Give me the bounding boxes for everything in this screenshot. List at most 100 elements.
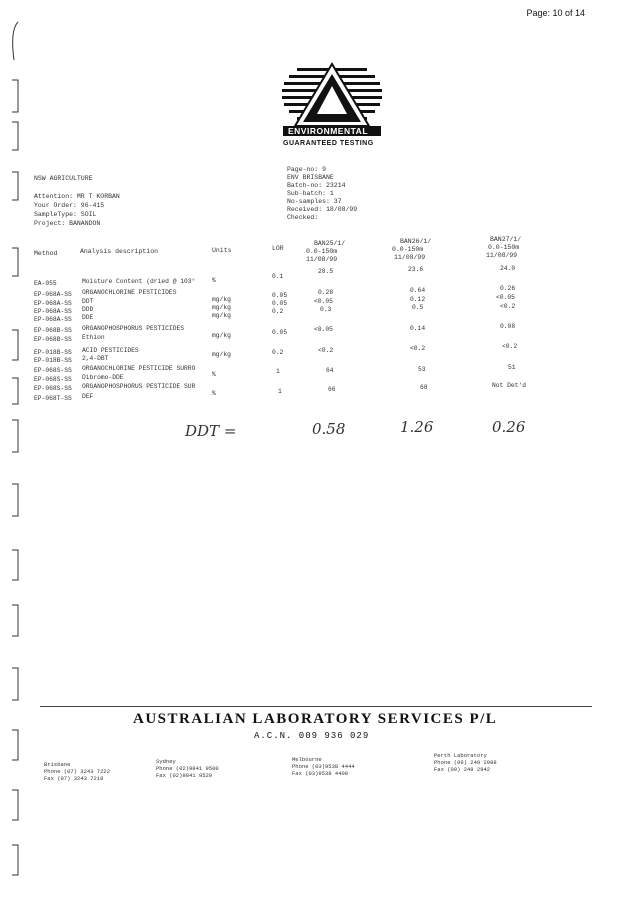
row-units: %: [212, 390, 216, 397]
company-name: AUSTRALIAN LABORATORY SERVICES P/L: [133, 711, 498, 727]
row-method: EP-018B-SS: [34, 357, 72, 364]
row-value: 23.6: [408, 266, 424, 273]
sample-1-depth: 0.0-150m: [306, 248, 338, 255]
row-lor: 0.2: [272, 308, 284, 315]
row-units: mg/kg: [212, 296, 231, 303]
row-units: mg/kg: [212, 312, 231, 319]
row-value: 68: [420, 384, 428, 391]
header-lor: LOR: [272, 245, 284, 252]
sample-1-id: BAN25/1/: [314, 240, 346, 247]
row-value: <0.2: [502, 343, 518, 350]
row-units: %: [212, 277, 216, 284]
handwritten-value-2: 1.26: [400, 418, 434, 436]
office-city: Melbourne: [292, 756, 322, 763]
sample-2-id: BAN26/1/: [400, 238, 432, 245]
row-method: EP-068S-SS: [34, 367, 72, 374]
row-method: EP-068T-SS: [34, 395, 72, 402]
row-value: 0.26: [500, 285, 516, 292]
row-value: <0.05: [314, 326, 333, 333]
sample-3-id: BAN27/1/: [490, 236, 522, 243]
row-desc: ORGANOCHLORINE PESTICIDE SURRO: [82, 365, 196, 372]
logo-line1: ENVIRONMENTAL: [288, 126, 369, 136]
row-lor: 0.1: [272, 273, 284, 280]
row-lor: 0.05: [272, 292, 288, 299]
row-desc: ORGANOCHLORINE PESTICIDES: [82, 289, 177, 296]
sample-2-date: 11/08/99: [394, 254, 426, 261]
header-units: Units: [212, 247, 232, 254]
office-city: Brisbane: [44, 761, 71, 768]
client-attention: Attention: MR T KORBAN: [34, 193, 120, 200]
row-desc: Ethion: [82, 334, 105, 341]
row-lor: 0.2: [272, 349, 284, 356]
row-method: EP-068A-SS: [34, 316, 72, 323]
row-value: 24.0: [500, 265, 516, 272]
row-desc: DDE: [82, 314, 94, 321]
row-value: <0.2: [500, 303, 516, 310]
row-units: %: [212, 371, 216, 378]
sample-3-depth: 0.0-150m: [488, 244, 520, 251]
office-city: Perth Laboratory: [434, 752, 487, 759]
row-value: 66: [328, 386, 336, 393]
row-desc: DDD: [82, 306, 94, 313]
batch-num-samples: No-samples: 37: [287, 198, 342, 205]
row-value: 0.14: [410, 325, 426, 332]
batch-sub: Sub-batch: 1: [287, 190, 334, 197]
row-desc: DEF: [82, 393, 94, 400]
office-city: Sydney: [156, 758, 176, 765]
row-value: 53: [418, 366, 426, 373]
office-phone: Phone (02)9841 9500: [156, 765, 219, 772]
row-method: EP-068A-SS: [34, 308, 72, 315]
row-method: EP-068B-SS: [34, 327, 72, 334]
header-analysis: Analysis description: [80, 248, 159, 255]
row-method: EP-068B-SS: [34, 336, 72, 343]
row-desc: ACID PESTICIDES: [82, 347, 139, 354]
batch-checked: Checked:: [287, 214, 319, 221]
row-value: 28.5: [318, 268, 334, 275]
row-method: EP-068S-SS: [34, 385, 72, 392]
row-desc: ORGANOPHOSPHORUS PESTICIDE SUR: [82, 383, 196, 390]
row-units: mg/kg: [212, 351, 231, 358]
row-lor: 1: [278, 388, 282, 395]
row-desc: Moisture Content (dried @ 103°: [82, 278, 196, 285]
row-value: Not Det'd: [492, 382, 527, 389]
batch-lab: ENV BRISBANE: [287, 174, 334, 181]
office-fax: Fax (03)9538 4400: [292, 770, 349, 777]
office-fax: Fax (02)9841 9520: [156, 772, 213, 779]
handwritten-value-3: 0.26: [492, 418, 526, 436]
row-lor: 1: [276, 368, 280, 375]
row-value: 0.12: [410, 296, 426, 303]
row-value: <0.2: [410, 345, 426, 352]
sample-3-date: 11/08/99: [486, 252, 518, 259]
row-lor: 0.05: [272, 300, 288, 307]
row-value: <0.2: [318, 347, 334, 354]
sample-2-depth: 0.0-150m: [392, 246, 424, 253]
row-units: mg/kg: [212, 332, 231, 339]
row-desc: 2,4-DBT: [82, 355, 109, 362]
row-desc: DDT: [82, 298, 94, 305]
logo-line2: GUARANTEED TESTING: [283, 140, 374, 147]
binder-marks: [12, 21, 19, 876]
company-acn: A.C.N. 009 936 029: [254, 731, 370, 741]
environmental-logo: ENVIRONMENTAL GUARANTEED TESTING: [277, 56, 387, 148]
row-method: EA-055: [34, 280, 57, 287]
row-method: EP-068S-SS: [34, 376, 72, 383]
batch-page-no: Page-no: 9: [287, 166, 327, 173]
header-method: Method: [34, 250, 58, 257]
batch-received: Received: 18/08/99: [287, 206, 358, 213]
row-value: <0.05: [314, 298, 333, 305]
row-lor: 0.05: [272, 329, 288, 336]
row-method: EP-068A-SS: [34, 300, 72, 307]
office-fax: Fax (07) 3243 7218: [44, 775, 104, 782]
client-org: NSW AGRICULTURE: [34, 175, 93, 182]
row-value: 0.3: [320, 306, 332, 313]
batch-number: Batch-no: 23214: [287, 182, 346, 189]
row-value: 0.5: [412, 304, 424, 311]
office-phone: Phone (09) 249 2988: [434, 759, 497, 766]
client-project: Project: BANANDON: [34, 220, 101, 227]
row-desc: Dibromo-DDE: [82, 374, 124, 381]
row-desc: ORGANOPHOSPHORUS PESTICIDES: [82, 325, 185, 332]
client-order: Your Order: 96-415: [34, 202, 105, 209]
client-sample-type: SampleType: SOIL: [34, 211, 97, 218]
row-method: EP-018B-SS: [34, 349, 72, 356]
office-phone: Phone (03)9538 4444: [292, 763, 355, 770]
